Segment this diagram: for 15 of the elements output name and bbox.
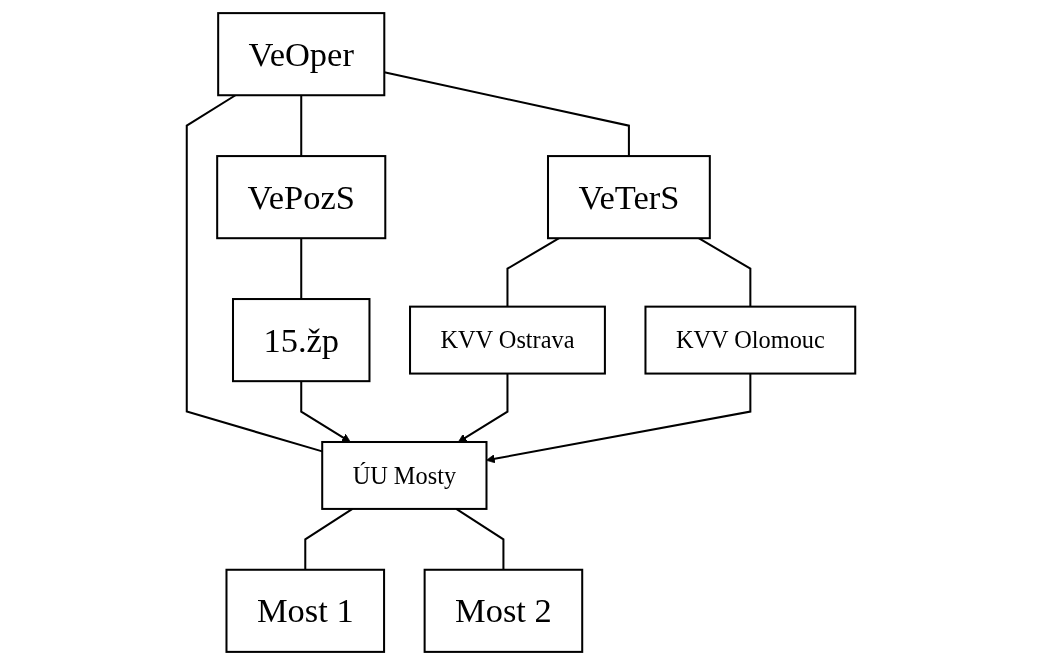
node-box: 15.žp xyxy=(232,297,371,382)
connector xyxy=(300,237,303,299)
node-box: VePozS xyxy=(216,154,387,239)
node-box: VeOper xyxy=(217,11,386,96)
node-box: KVV Ostrava xyxy=(409,305,606,375)
node-box: ÚU Mosty xyxy=(321,440,488,510)
node-box: Most 1 xyxy=(225,568,386,653)
arrow xyxy=(486,373,752,463)
node-box: Most 2 xyxy=(423,568,584,653)
arrow xyxy=(457,373,509,442)
node-box: KVV Olomouc xyxy=(644,305,857,375)
node-box: VeTerS xyxy=(547,154,711,239)
connector xyxy=(384,70,630,156)
connector xyxy=(300,94,303,156)
arrow xyxy=(300,380,351,442)
